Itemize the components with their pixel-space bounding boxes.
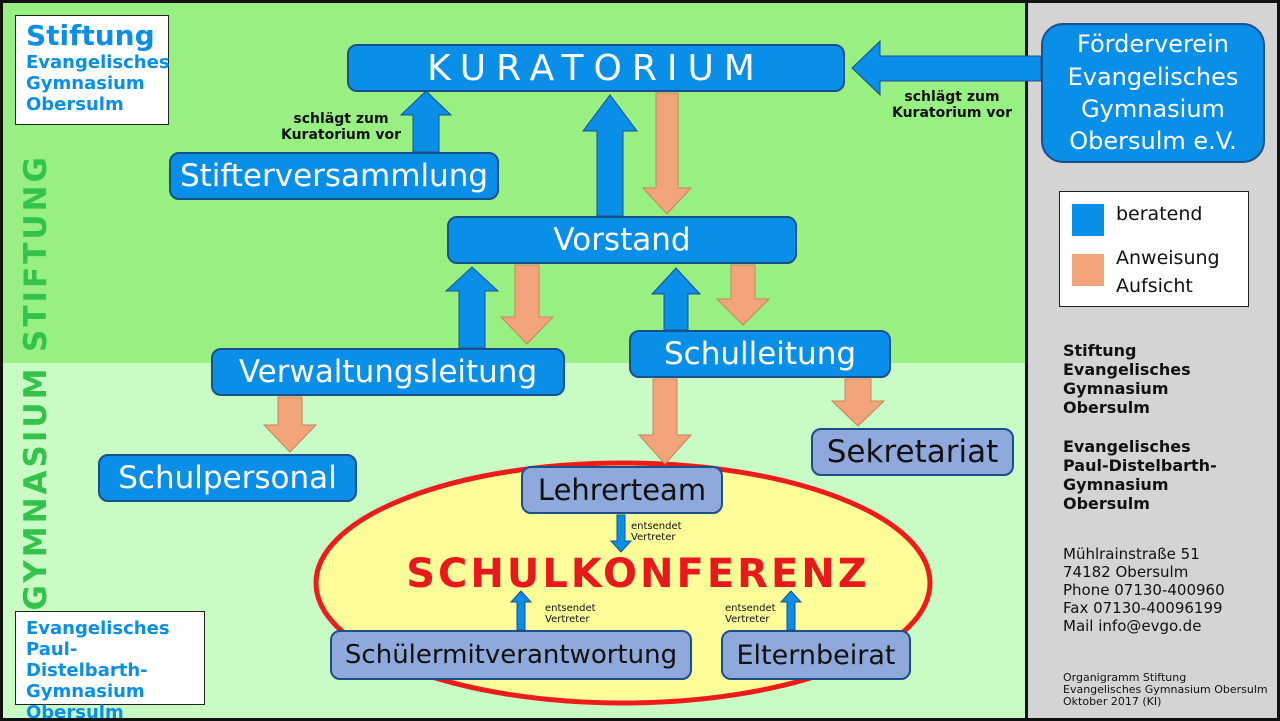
legend-label-beratend: beratend: [1116, 203, 1203, 225]
footer-line: Evangelisches Gymnasium Obersulm: [1063, 683, 1268, 696]
foerderverein-line-1: Förderverein: [1077, 30, 1229, 59]
foerderverein-line-4: Obersulm e.V.: [1069, 127, 1237, 156]
sidebar-line: Gymnasium: [1063, 379, 1169, 398]
box-verwaltungsleitung: Verwaltungsleitung: [211, 348, 565, 396]
box-elternbeirat: Elternbeirat: [721, 630, 911, 680]
sidebar-stiftung-name: Stiftung Evangelisches Gymnasium Obersul…: [1063, 341, 1191, 417]
note-stifter-proposes: schlägt zum Kuratorium vor: [256, 111, 426, 143]
sidebar-address: Mühlrainstraße 51 74182 Obersulm Phone 0…: [1063, 545, 1225, 635]
legend-label-aufsicht: Aufsicht: [1116, 275, 1193, 297]
arrow-left-beratend: [851, 39, 1042, 97]
note-line: Vertreter: [545, 614, 590, 625]
sidebar-line: Obersulm: [1063, 398, 1150, 417]
note-lehrer-entsendet: entsendet Vertreter: [631, 521, 682, 543]
box-sekretariat: Sekretariat: [811, 428, 1014, 476]
arrow-foerderverein-to-kuratorium: [851, 39, 1042, 97]
stiftung-title: Stiftung: [26, 19, 155, 52]
note-line: entsendet: [631, 521, 682, 532]
note-line: entsendet: [545, 603, 596, 614]
box-schulpersonal: Schulpersonal: [98, 454, 357, 502]
address-street: Mühlrainstraße 51: [1063, 545, 1200, 563]
arrow-schulleitung-to-lehrerteam: [637, 378, 693, 465]
note-line: entsendet: [725, 603, 776, 614]
address-mail: Mail info@evgo.de: [1063, 617, 1202, 635]
box-schuelermitverantwortung: Schülermitverantwortung: [330, 630, 692, 680]
gymnasium-line-4: Obersulm: [26, 702, 124, 721]
note-line: schlägt zum: [904, 89, 1000, 105]
arrow-schulleitung-to-sekretariat: [830, 378, 886, 427]
sidebar-line: Stiftung: [1063, 341, 1137, 360]
arrow-down-anweisung: [262, 396, 318, 453]
arrow-up-beratend: [509, 590, 533, 631]
arrow-up-beratend: [582, 94, 638, 217]
arrow-down-anweisung: [499, 264, 555, 345]
legend-label-anweisung: Anweisung: [1116, 247, 1220, 269]
box-lehrerteam: Lehrerteam: [521, 466, 723, 514]
gymnasium-line-1: Evangelisches: [26, 618, 170, 639]
arrow-down-anweisung: [830, 378, 886, 427]
arrow-vorstand-to-verwaltungsleitung: [499, 264, 555, 345]
arrow-vorstand-to-schulleitung: [715, 264, 771, 326]
box-kuratorium: KURATORIUM: [347, 44, 845, 92]
address-city: 74182 Obersulm: [1063, 563, 1189, 581]
arrow-up-beratend: [444, 266, 500, 349]
sidebar-line: Paul-Distelbarth-: [1063, 456, 1217, 475]
stiftung-line-3: Obersulm: [26, 94, 124, 115]
legend: beratend Anweisung Aufsicht: [1059, 191, 1249, 307]
gymnasium-line-3: Gymnasium: [26, 681, 145, 702]
legend-swatch-beratend: [1072, 204, 1104, 236]
arrow-stifterversammlung-to-kuratorium: [399, 90, 453, 153]
arrow-up-beratend: [779, 590, 803, 631]
foerderverein-line-2: Evangelisches: [1067, 62, 1239, 91]
note-line: Kuratorium vor: [891, 105, 1012, 121]
note-line: Kuratorium vor: [280, 127, 401, 143]
arrow-up-beratend: [399, 90, 453, 153]
sidebar-line: Evangelisches: [1063, 360, 1191, 379]
stiftung-logo-box: Stiftung Evangelisches Gymnasium Obersul…: [15, 15, 170, 125]
sidebar-footer: Organigramm Stiftung Evangelisches Gymna…: [1063, 672, 1268, 708]
sidebar-line: Obersulm: [1063, 494, 1150, 513]
vertical-label-gymnasium: GYMNASIUM: [18, 365, 54, 611]
gymnasium-logo-box: Evangelisches Paul-Distelbarth- Gymnasiu…: [15, 611, 205, 718]
box-schulleitung: Schulleitung: [629, 330, 891, 378]
legend-swatch-anweisung: [1072, 254, 1104, 286]
footer-line: Organigramm Stiftung: [1063, 671, 1187, 684]
sidebar-line: Evangelisches: [1063, 437, 1191, 456]
note-line: Vertreter: [631, 532, 676, 543]
address-fax: Fax 07130-40096199: [1063, 599, 1223, 617]
arrow-kuratorium-to-vorstand: [641, 92, 693, 215]
foerderverein-line-3: Gymnasium: [1081, 95, 1225, 123]
arrow-verwaltungsleitung-to-schulpersonal: [262, 396, 318, 453]
box-stifterversammlung: Stifterversammlung: [169, 152, 499, 200]
footer-line: Oktober 2017 (KI): [1063, 695, 1162, 708]
arrow-schulleitung-to-vorstand: [650, 267, 702, 331]
arrow-elternbeirat-to-konferenz: [779, 590, 803, 631]
arrow-down-anweisung: [637, 378, 693, 465]
arrow-down-anweisung: [641, 92, 693, 215]
note-smv-entsendet: entsendet Vertreter: [545, 603, 596, 625]
box-foerderverein: Förderverein Evangelisches Gymnasium Obe…: [1041, 23, 1265, 163]
schulkonferenz-title: SCHULKONFERENZ: [406, 551, 870, 597]
note-foerder-proposes: schlägt zum Kuratorium vor: [877, 89, 1027, 121]
arrow-vorstand-to-kuratorium: [582, 94, 638, 217]
note-line: Vertreter: [725, 614, 770, 625]
address-phone: Phone 07130-400960: [1063, 581, 1225, 599]
sidebar-line: Gymnasium: [1063, 475, 1169, 494]
arrow-smv-to-konferenz: [509, 590, 533, 631]
stiftung-line-2: Gymnasium: [26, 73, 145, 94]
arrow-up-beratend: [650, 267, 702, 331]
stiftung-line-1: Evangelisches: [26, 52, 170, 73]
sidebar-gymnasium-name: Evangelisches Paul-Distelbarth- Gymnasiu…: [1063, 437, 1217, 513]
arrow-down-anweisung: [715, 264, 771, 326]
arrow-lehrerteam-to-konferenz: [609, 514, 633, 553]
note-line: schlägt zum: [293, 111, 389, 127]
note-eltern-entsendet: entsendet Vertreter: [725, 603, 776, 625]
vertical-label-stiftung: STIFTUNG: [18, 154, 54, 352]
arrow-down-beratend: [609, 514, 633, 553]
arrow-verwaltungsleitung-to-vorstand: [444, 266, 500, 349]
box-vorstand: Vorstand: [447, 216, 797, 264]
gymnasium-line-2: Paul-Distelbarth-: [26, 639, 148, 681]
